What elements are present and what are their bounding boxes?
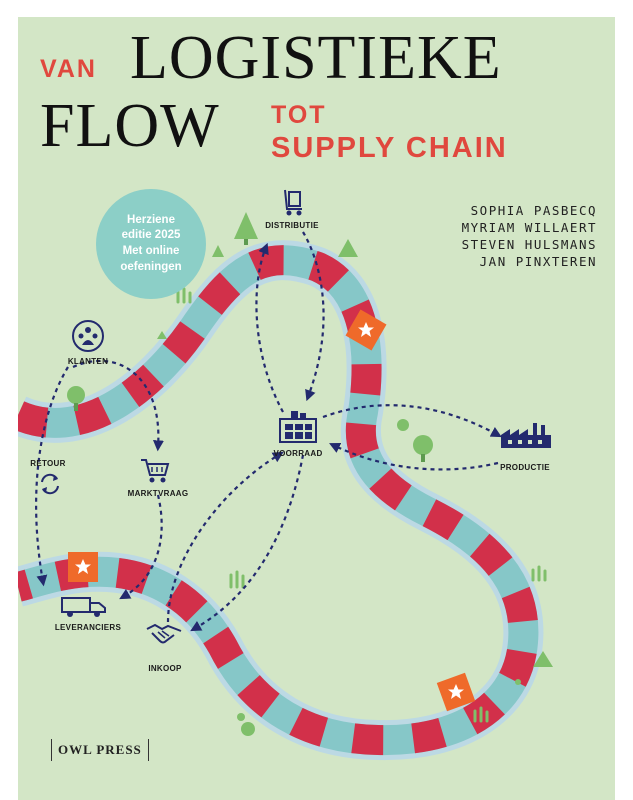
recycle-icon	[41, 473, 59, 495]
author-name: SOPHIA PASBECQ	[470, 203, 597, 218]
author-name: JAN PINXTEREN	[479, 254, 597, 269]
road-tiles	[18, 245, 539, 756]
author-name: STEVEN HULSMANS	[461, 237, 597, 252]
node-voorraad: VOORRAAD	[273, 449, 323, 458]
badge-line: oefeningen	[120, 260, 182, 273]
flow-arrows	[35, 231, 502, 632]
star-icon	[68, 552, 98, 582]
node-inkoop: INKOOP	[148, 664, 182, 673]
publisher-logo: OWL PRESS	[51, 739, 149, 761]
node-marktvraag: MARKTVRAAG	[127, 489, 189, 498]
node-distributie: DISTRIBUTIE	[265, 221, 319, 230]
node-klanten: KLANTEN	[67, 357, 109, 366]
customers-icon	[72, 320, 104, 352]
board-path	[18, 212, 553, 761]
badge-line: Herziene	[127, 213, 175, 226]
title-tot: TOT	[271, 101, 327, 129]
tree-icon	[176, 287, 547, 723]
badge-line: Met online	[122, 245, 180, 257]
author-name: MYRIAM WILLAERT	[461, 220, 597, 235]
title-supply-chain: SUPPLY CHAIN	[271, 132, 508, 164]
book-cover: VAN LOGISTIEKE FLOW TOT SUPPLY CHAIN SOP…	[18, 17, 615, 800]
handshake-icon	[146, 623, 182, 644]
truck-icon	[61, 597, 106, 617]
title-flow: FLOW	[40, 92, 220, 160]
factory-icon	[501, 423, 551, 448]
star-icon	[436, 672, 476, 712]
node-productie: PRODUCTIE	[500, 463, 550, 472]
star-icon	[345, 309, 387, 351]
node-leveranciers: LEVERANCIERS	[54, 623, 122, 632]
cart-icon	[141, 459, 170, 483]
title-logistieke: LOGISTIEKE	[130, 24, 502, 92]
node-retour: RETOUR	[30, 459, 66, 468]
tree-icon	[67, 212, 553, 736]
badge-line: editie 2025	[121, 229, 181, 242]
edition-badge: Herziene editie 2025 Met online oefening…	[96, 189, 206, 299]
warehouse-icon	[279, 411, 317, 443]
title-van: VAN	[40, 55, 97, 83]
trolley-icon	[284, 189, 302, 216]
